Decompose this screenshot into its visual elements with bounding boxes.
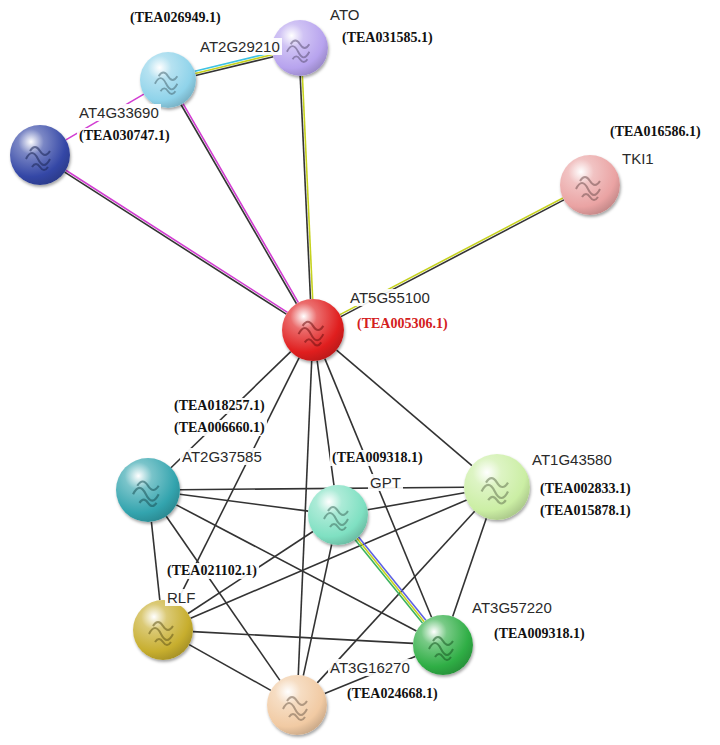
protein-node: AT3G16270(TEA024668.1) [267,675,327,735]
edge-line [65,172,287,314]
protein-node: (TEA009318.1)GPT [308,485,368,545]
structure-icon [133,600,193,660]
structure-icon [140,52,196,108]
edge-line [193,632,413,644]
protein-node: AT1G43580(TEA002833.1)(TEA015878.1) [464,454,530,520]
structure-icon [10,125,70,185]
edge-line [357,538,424,621]
interaction-edge [65,170,288,314]
gene-label: AT1G43580 [530,451,614,468]
interaction-edge [189,645,271,691]
interaction-edge [180,494,309,511]
tea-id-label: (TEA006660.1) [172,420,267,436]
tea-id-label: (TEA026949.1) [128,10,223,26]
edge-line [181,105,296,304]
structure-icon [308,485,368,545]
edge-line [302,76,312,299]
edge-line [300,76,310,299]
tea-id-label: (TEA030747.1) [77,128,172,144]
edge-line [180,494,309,511]
protein-node: AT5G55100(TEA005306.1) [282,299,344,361]
tea-id-label: (TEA018257.1) [172,398,267,414]
protein-node: (TEA018257.1)(TEA006660.1)AT2G37585 [116,458,180,522]
protein-node: AT4G33690(TEA030747.1) [10,125,70,185]
edge-line [355,540,422,623]
edge-line [183,104,298,303]
gene-label: TKI1 [620,150,656,167]
edge-line [151,522,159,600]
edge-line [359,537,426,620]
edge-line [341,200,564,317]
interaction-edge [303,544,331,675]
interaction-edge [151,522,159,600]
edge-line [195,55,273,74]
gene-label: ATO [328,6,361,23]
gene-label: RLF [165,589,197,606]
gene-label: GPT [368,474,403,491]
edge-line [337,350,472,465]
interaction-edge [181,104,298,304]
gene-label: AT3G57220 [470,599,554,616]
tea-id-label: (TEA002833.1) [538,481,633,497]
protein-node: (TEA026949.1)AT2G29210 [140,52,196,108]
interaction-edge [317,361,334,486]
structure-icon [116,458,180,522]
interaction-edge [355,537,426,623]
edge-line [196,57,274,76]
protein-node: (TEA021102.1)RLF [133,600,193,660]
protein-node: (TEA016586.1)TKI1 [560,155,620,215]
structure-icon [413,615,473,675]
gene-label: AT3G16270 [328,659,412,676]
structure-icon [282,299,344,361]
structure-icon [560,155,620,215]
tea-id-label: (TEA016586.1) [608,124,703,140]
interaction-edge [300,76,312,299]
tea-id-label: (TEA031585.1) [340,30,435,46]
edge-line [303,544,331,675]
protein-node: AT3G57220(TEA009318.1) [413,615,473,675]
edge-line [317,361,334,486]
interaction-edge [195,52,274,75]
tea-id-label: (TEA021102.1) [165,563,259,579]
interaction-edge [193,632,413,644]
structure-icon [267,675,327,735]
gene-label: AT2G37585 [180,448,264,465]
edge-line [66,170,288,312]
edge-line [189,645,271,691]
structure-icon [464,454,530,520]
tea-id-label: (TEA009318.1) [492,626,587,642]
interaction-edge [337,350,472,465]
gene-label: AT2G29210 [198,38,282,55]
tea-id-label: (TEA009318.1) [330,450,425,466]
tea-id-label: (TEA015878.1) [538,503,633,519]
gene-label: AT5G55100 [348,289,432,306]
gene-label: AT4G33690 [77,104,161,121]
tea-id-label: (TEA024668.1) [345,686,440,702]
edge-line [195,52,273,71]
edge-line [340,198,563,315]
interaction-edge [340,198,564,317]
tea-id-label: (TEA005306.1) [355,316,450,332]
